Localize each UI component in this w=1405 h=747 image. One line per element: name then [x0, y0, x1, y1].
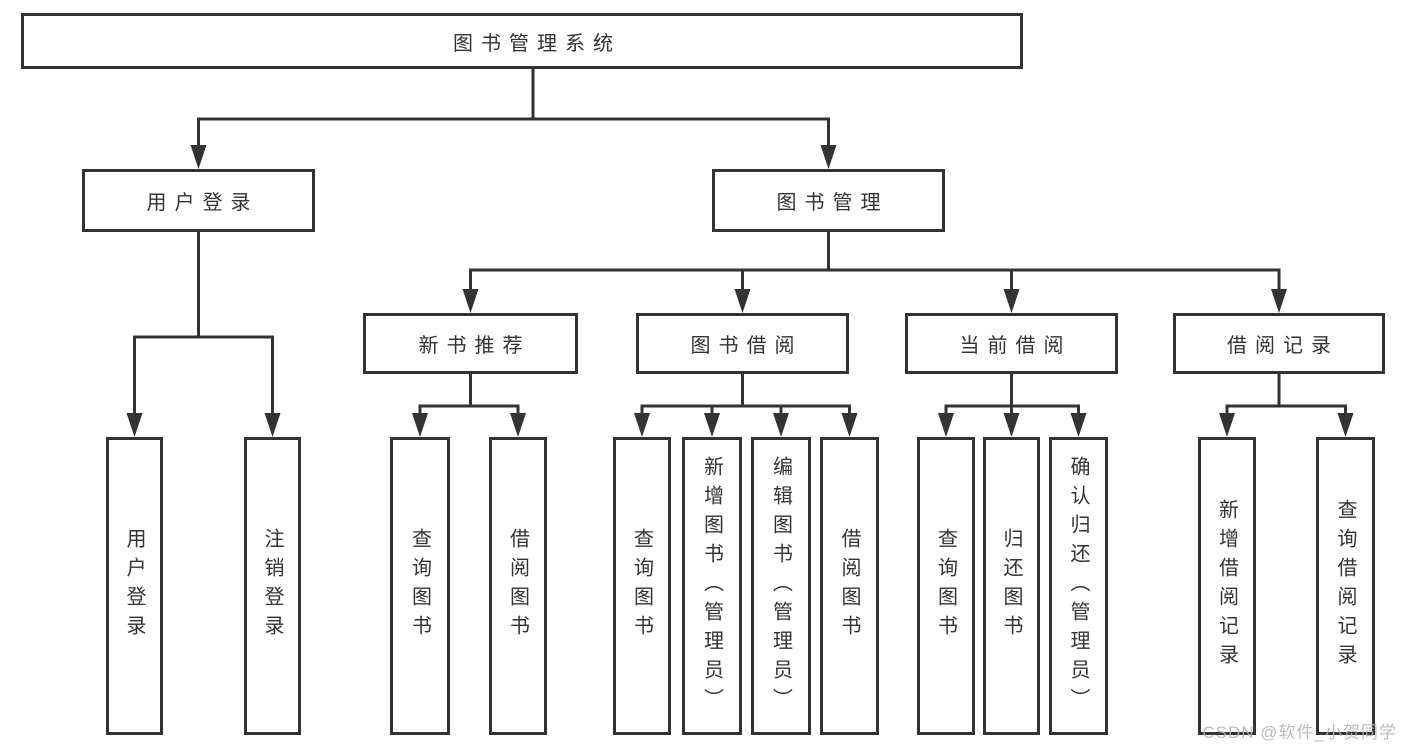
leaf-borrow-books-borrowing-label: 借阅图书: [838, 528, 860, 644]
leaf-user-login: 用户登录: [106, 437, 163, 735]
node-new-book-recommendation-label: 新书推荐: [418, 335, 531, 357]
leaf-query-books-newbook: 查询图书: [390, 437, 450, 735]
node-library-management-system: 图书管理系统: [21, 13, 1023, 69]
node-current-borrowing-label: 当前借阅: [959, 335, 1072, 357]
leaf-add-books-admin: 新增图书（管理员）: [682, 437, 742, 735]
leaf-add-borrow-record-label: 新增借阅记录: [1215, 499, 1238, 673]
node-library-management-system-label: 图书管理系统: [453, 32, 621, 55]
leaf-edit-books-admin: 编辑图书（管理员）: [751, 437, 811, 735]
leaf-query-books-borrowing: 查询图书: [613, 437, 671, 735]
node-book-management: 图书管理: [712, 169, 945, 232]
leaf-confirm-return-admin: 确认归还（管理员）: [1049, 437, 1108, 735]
watermark-text: CSDN @软件_小贺同学: [1202, 722, 1397, 742]
connector-segments: [133, 69, 1347, 415]
leaf-edit-books-admin-label: 编辑图书（管理员）: [769, 455, 792, 717]
leaf-logout: 注销登录: [244, 437, 301, 735]
leaf-return-books-label: 归还图书: [1000, 528, 1022, 644]
node-borrowing-records: 借阅记录: [1173, 313, 1385, 374]
node-book-borrowing: 图书借阅: [636, 313, 849, 374]
leaf-borrow-books-newbook-label: 借阅图书: [506, 528, 529, 644]
leaf-confirm-return-admin-label: 确认归还（管理员）: [1067, 455, 1089, 717]
leaf-borrow-books-newbook: 借阅图书: [489, 437, 547, 735]
leaf-query-books-current-label: 查询图书: [934, 528, 957, 644]
leaf-query-books-borrowing-label: 查询图书: [630, 528, 653, 644]
node-book-borrowing-label: 图书借阅: [690, 335, 803, 357]
node-current-borrowing: 当前借阅: [905, 313, 1118, 374]
node-book-management-label: 图书管理: [776, 192, 889, 214]
leaf-query-books-newbook-label: 查询图书: [408, 528, 431, 644]
leaf-add-borrow-record: 新增借阅记录: [1198, 437, 1256, 735]
leaf-logout-label: 注销登录: [261, 528, 283, 644]
leaf-user-login-label: 用户登录: [123, 528, 145, 644]
leaf-query-borrow-record-label: 查询借阅记录: [1334, 499, 1356, 673]
leaf-add-books-admin-label: 新增图书（管理员）: [700, 455, 723, 717]
leaf-borrow-books-borrowing: 借阅图书: [820, 437, 879, 735]
node-new-book-recommendation: 新书推荐: [363, 313, 578, 374]
node-user-login-label: 用户登录: [146, 192, 259, 214]
leaf-query-borrow-record: 查询借阅记录: [1316, 437, 1375, 735]
arrowheads: [126, 145, 1354, 437]
node-borrowing-records-label: 借阅记录: [1227, 335, 1339, 357]
leaf-return-books: 归还图书: [983, 437, 1040, 735]
leaf-query-books-current: 查询图书: [917, 437, 975, 735]
node-user-login: 用户登录: [82, 169, 315, 232]
